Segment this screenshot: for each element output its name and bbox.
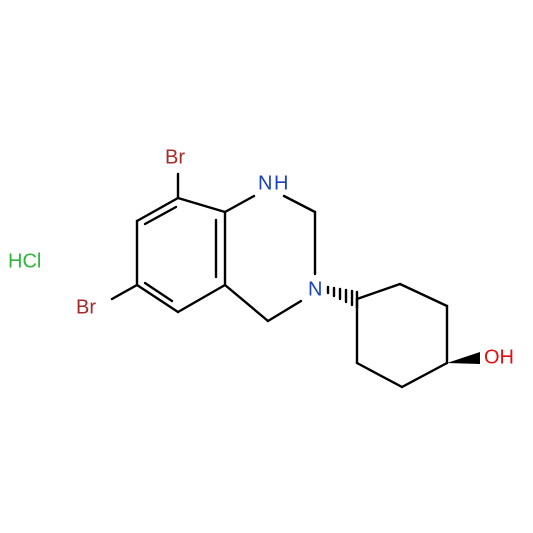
bond-n3-c4 [266,299,303,323]
bond-c8a-n1 [223,194,256,214]
double-bond-inner-3 [143,205,178,226]
nitrogen-label: N [308,278,322,300]
bromine-label-top: Br [165,146,185,168]
bond-cy5 [355,361,404,389]
bond-cy2 [398,282,449,308]
bromine-label-left: Br [76,296,96,318]
bond-c6-br [110,283,139,301]
bond-c8-c8a [176,196,227,214]
nh-hydrogen-label: H [274,172,288,194]
benzene-ring [135,196,227,314]
bond-n1-c2 [282,194,317,214]
dihydroquinazoline-ring [223,194,317,323]
bond-cy1 [355,282,402,301]
hashed-wedge-bond [326,285,359,310]
solid-wedge-bond [447,352,480,364]
bond-c5-c6 [135,283,180,314]
bond-c4a-c5 [176,283,227,314]
hcl-salt-label: HCl [8,250,41,272]
double-bond-inner-2 [143,281,174,303]
hydroxyl-label: OH [484,346,514,368]
bond-cy4 [400,361,449,389]
nitrogen-h-label: N [258,172,272,194]
bond-c7-c8 [135,196,180,223]
cyclohexane-ring [355,282,449,389]
bond-c4-c4a [223,283,270,323]
